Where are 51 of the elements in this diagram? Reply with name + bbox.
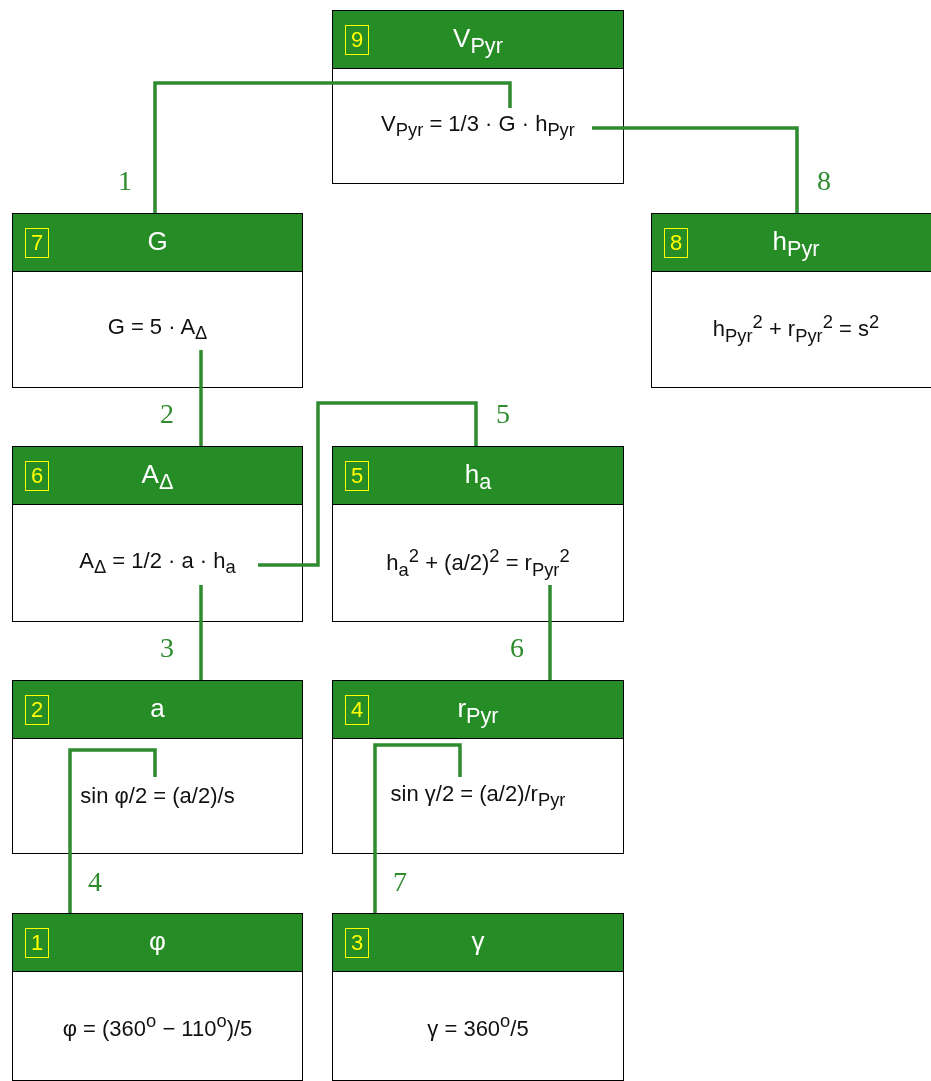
step-number: 2	[25, 695, 49, 725]
connector-line	[592, 126, 799, 213]
formula: A$_{Δ}$ = 1/2 · a · h$_{a}$	[79, 547, 236, 579]
variable-title: A$_{Δ}$	[141, 459, 174, 496]
edge-label: 5	[496, 398, 510, 430]
edge-label: 1	[118, 165, 132, 197]
connector-line	[199, 350, 203, 446]
variable-title: G	[147, 226, 168, 257]
formula: h$_{Pyr}$$^{2}$ + r$_{Pyr}$$^{2}$ = s$^{2}$	[712, 311, 880, 347]
formula: G = 5 · A$_{Δ}$	[107, 313, 208, 345]
edge-label: 3	[160, 632, 174, 664]
step-number: 9	[345, 25, 369, 55]
formula-card	[12, 446, 303, 622]
edge-label: 7	[393, 866, 407, 898]
connector-line	[68, 748, 157, 913]
variable-title: r$_{Pyr}$	[457, 693, 499, 730]
formula-card	[332, 913, 624, 1081]
connector-line	[199, 585, 203, 680]
step-number: 1	[25, 928, 49, 958]
edge-label: 6	[510, 632, 524, 664]
formula-card	[332, 446, 624, 622]
connector-line	[258, 401, 478, 567]
formula-card	[332, 680, 624, 854]
step-number: 7	[25, 228, 49, 258]
step-number: 6	[25, 461, 49, 491]
connector-line	[153, 81, 512, 213]
step-number: 3	[345, 928, 369, 958]
formula-card	[332, 10, 624, 184]
formula-card	[12, 213, 303, 388]
variable-title: h$_{a}$	[464, 459, 492, 496]
formula: sin γ/2 = (a/2)/r$_{Pyr}$	[390, 780, 566, 812]
edge-label: 4	[88, 866, 102, 898]
variable-title: V$_{Pyr}$	[453, 23, 503, 60]
formula-card	[12, 913, 303, 1081]
connector-line	[548, 585, 552, 680]
formula-card	[12, 680, 303, 854]
step-number: 4	[345, 695, 369, 725]
step-number: 5	[345, 461, 369, 491]
formula: sin φ/2 = (a/2)/s	[80, 783, 235, 809]
formula: γ = 360$^{o}$/5	[427, 1010, 529, 1042]
variable-title: a	[150, 693, 165, 724]
variable-title: φ	[149, 926, 166, 957]
formula-card	[651, 213, 931, 388]
formula: V$_{Pyr}$ = 1/3 · G · h$_{Pyr}$	[381, 110, 575, 142]
connector-line	[373, 743, 462, 913]
edge-label: 2	[160, 398, 174, 430]
step-number: 8	[664, 228, 688, 258]
formula: φ = (360$^{o}$ − 110$^{o}$)/5	[62, 1010, 253, 1042]
edge-label: 8	[817, 165, 831, 197]
variable-title: γ	[471, 926, 485, 957]
variable-title: h$_{Pyr}$	[772, 226, 820, 263]
